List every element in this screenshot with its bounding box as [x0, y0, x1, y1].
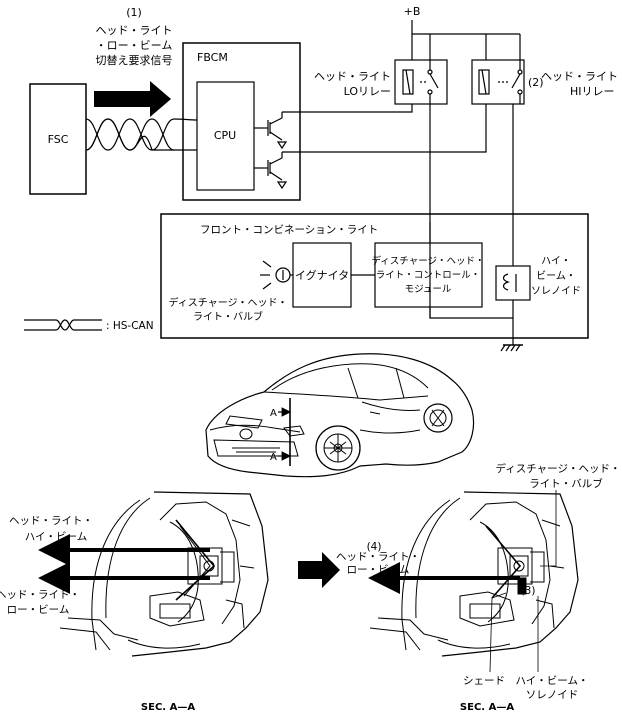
fsc-box: [29, 83, 87, 195]
section-right: [369, 491, 579, 657]
bulb-l2: ライト・バルブ: [193, 310, 263, 323]
right-leader-lines: [489, 490, 557, 673]
hb-solenoid-box: [495, 265, 531, 301]
section-marker: [278, 398, 292, 466]
lo-relay-l2: LOリレー: [344, 85, 391, 98]
transition-arrow: [298, 552, 340, 588]
dhc-l3: モジュール: [405, 284, 452, 295]
right-bulb-l2: ライト・バルブ: [529, 477, 603, 490]
dhc-l1: ディスチャージ・ヘッド・: [371, 255, 484, 267]
left-hi-l1: ヘッド・ライト・: [9, 515, 93, 527]
hi-relay-l1: ヘッド・ライト: [541, 70, 618, 83]
request-l1: ヘッド・ライト: [96, 24, 173, 37]
right-num3: (3): [521, 585, 536, 597]
front-combination-light-label: フロント・コンビネーション・ライト: [200, 224, 378, 236]
power-label: +B: [404, 5, 421, 18]
lo-relay-box: [394, 59, 448, 105]
igniter-label: イグナイタ: [295, 268, 349, 282]
lo-relay-l1: ヘッド・ライト: [314, 70, 391, 83]
circuit-diagram: [24, 20, 589, 352]
fsc-label: FSC: [48, 133, 69, 146]
fbcm-label: FBCM: [197, 51, 228, 64]
cpu-box: [196, 81, 255, 191]
section-label-top: A: [270, 408, 277, 419]
front-combination-light-box: [160, 213, 589, 339]
bulb-l1: ディスチャージ・ヘッド・: [169, 296, 288, 309]
left-lo-l1: ヘッド・ライト・: [0, 589, 80, 601]
right-sol-l2: ソレノイド: [526, 689, 579, 701]
left-hi-l2: ハイ・ビーム: [25, 531, 87, 543]
right-bulb-l1: ディスチャージ・ヘッド・: [496, 462, 621, 475]
request-signal-arrow: [94, 81, 171, 117]
right-shade-label: シェード: [463, 675, 505, 687]
hs-can-legend-label: : HS-CAN: [106, 320, 154, 332]
dhc-l2: ライト・コントロール・: [376, 270, 481, 281]
left-lo-l2: ロー・ビーム: [7, 604, 70, 616]
left-beam-arrows: [38, 519, 216, 601]
right-lo-l1: ヘッド・ライト・: [336, 551, 420, 563]
hi-relay-box: [471, 59, 525, 105]
right-num4: (4): [367, 541, 382, 553]
request-l3: 切替え要求信号: [96, 53, 173, 67]
hs-can-legend-symbol: [24, 319, 102, 331]
hb-sol-l3: ソレノイド: [531, 286, 581, 297]
hb-sol-l2: ビーム・: [536, 270, 576, 282]
car-illustration: [205, 353, 475, 478]
cpu-label: CPU: [214, 129, 236, 142]
right-sec-label: SEC. A—A: [460, 702, 514, 713]
fbcm-box: [182, 42, 301, 201]
hb-sol-l1: ハイ・: [541, 256, 571, 267]
right-lo-l2: ロー・ビーム: [347, 564, 410, 576]
hi-relay-num: (2): [528, 76, 544, 89]
section-label-bottom: A: [270, 452, 277, 463]
left-sec-label: SEC. A—A: [141, 702, 195, 713]
right-beam-arrows: [368, 525, 522, 599]
request-num: (1): [126, 6, 142, 19]
right-sol-l1: ハイ・ビーム・: [516, 675, 589, 687]
request-l2: ・ロー・ビーム: [96, 39, 173, 52]
hi-relay-l2: HIリレー: [570, 85, 615, 98]
